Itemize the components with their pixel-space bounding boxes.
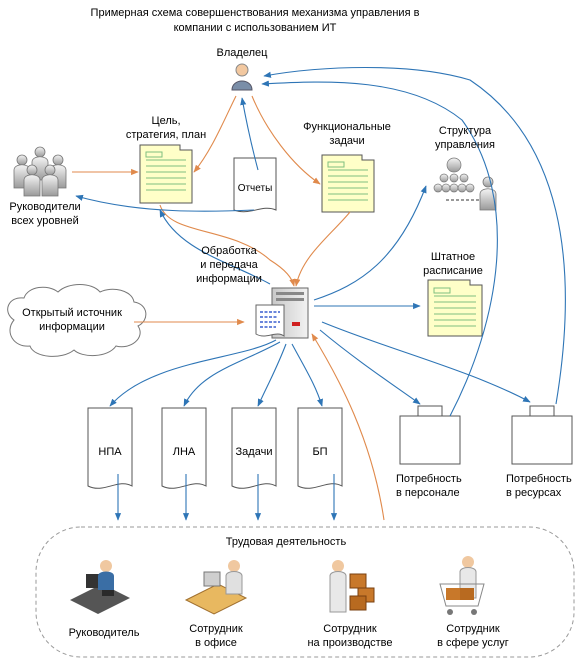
tasks-document-shape (231, 407, 277, 489)
owner-label: Владелец (216, 47, 268, 59)
lna-document-shape (161, 407, 207, 489)
server-icon (255, 287, 309, 339)
production-employee-label: Сотрудник на производстве (307, 623, 393, 649)
org-person-icon (479, 176, 497, 211)
goals-label: Цель, стратегия, план (125, 115, 207, 141)
bp-label: БП (312, 446, 328, 458)
blue-arrows (75, 66, 566, 521)
managers-all-label: Руководители всех уровней (9, 201, 81, 227)
office-employee-label: Сотрудник в офисе (189, 623, 243, 649)
reports-label: Отчеты (237, 183, 273, 194)
lna-label: ЛНА (172, 446, 196, 458)
orange-arrows (72, 95, 385, 521)
office-employee-icon (184, 560, 248, 615)
resource-need-bag-icon (511, 405, 573, 465)
npa-document-shape (87, 407, 133, 489)
manager-desk-icon (70, 560, 130, 614)
work-activity-label: Трудовая деятельность (225, 536, 347, 548)
goals-document-icon (139, 144, 193, 204)
structure-label: Структура управления (435, 125, 495, 151)
npa-label: НПА (98, 446, 122, 458)
diagram-title: Примерная схема совершенствования механи… (90, 7, 420, 34)
service-employee-icon (439, 556, 485, 615)
staff-need-bag-icon (399, 405, 461, 465)
staff-need-label: Потребность в персонале (396, 473, 462, 499)
managers-group-icon (13, 146, 67, 197)
tasks-label: Задачи (235, 446, 273, 458)
staffing-document-icon (427, 279, 483, 337)
resource-need-label: Потребность в ресурсах (506, 473, 572, 499)
manager-label: Руководитель (68, 627, 140, 639)
bp-document-shape (297, 407, 343, 489)
work-activity-frame (35, 526, 575, 658)
functional-tasks-label: Функциональные задачи (303, 121, 391, 147)
cloud-shape (7, 284, 147, 357)
functional-tasks-document-icon (321, 154, 375, 213)
org-structure-icon (433, 157, 475, 193)
staffing-label: Штатное расписание (423, 251, 483, 277)
owner-icon (231, 63, 253, 91)
open-source-label: Открытый источник информации (22, 307, 122, 333)
processing-label: Обработка и передача информации (196, 245, 262, 285)
production-employee-icon (329, 560, 375, 613)
service-employee-label: Сотрудник в сфере услуг (437, 623, 509, 649)
